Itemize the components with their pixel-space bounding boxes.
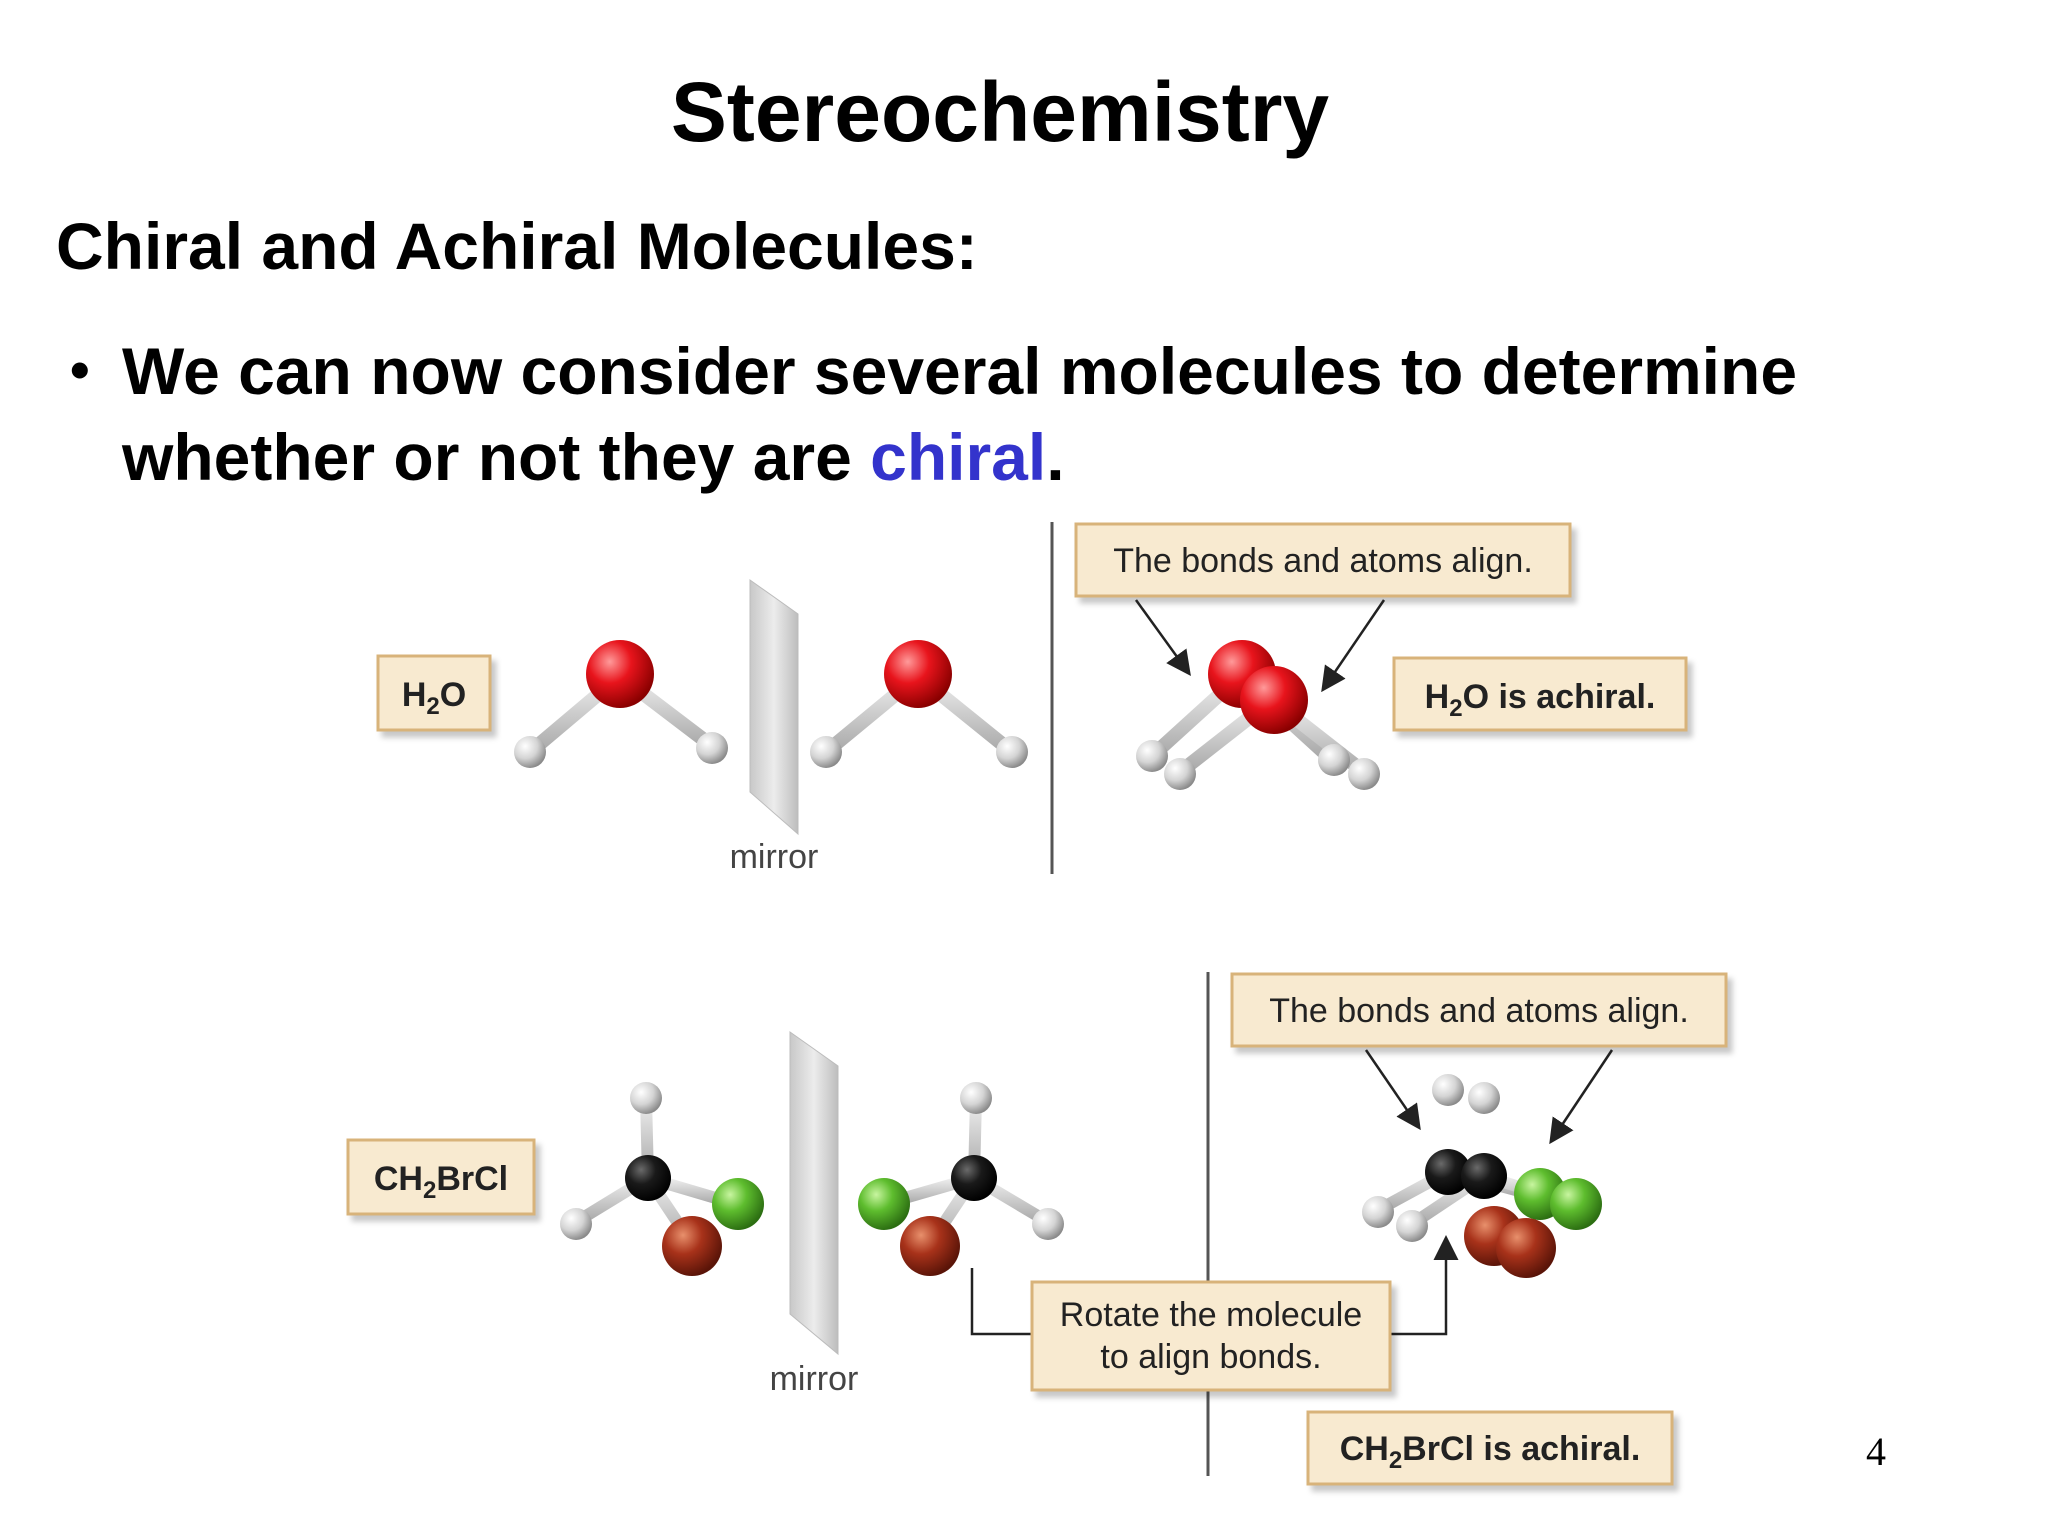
bullet-text-after: .	[1046, 420, 1065, 494]
svg-text:H2O is achiral.: H2O is achiral.	[1425, 678, 1656, 722]
svg-text:Rotate the molecule: Rotate the molecule	[1060, 1296, 1362, 1334]
rotate-note: Rotate the molecule to align bonds.	[1030, 1280, 1392, 1392]
ch2brcl-molecule-right	[858, 1082, 1064, 1276]
svg-text:H2O: H2O	[402, 676, 466, 720]
mirror-label-bottom: mirror	[770, 1360, 859, 1398]
svg-text:CH2BrCl: CH2BrCl	[374, 1160, 508, 1204]
connector-to-rotate-note	[970, 1268, 1032, 1336]
mirror-plane-bottom	[789, 1031, 839, 1356]
conclusion-ch2brcl: CH2BrCl is achiral.	[1306, 1410, 1674, 1486]
slide-title: Stereochemistry	[670, 65, 1330, 159]
h2o-molecule-left	[514, 640, 728, 768]
arrow-rotate-up	[1390, 1235, 1459, 1336]
ch2brcl-overlay-molecule	[1362, 1074, 1602, 1278]
keyword-chiral: chiral	[870, 420, 1047, 494]
bullet-text-before: We can now consider several molecules to…	[122, 334, 1798, 494]
arrow-right-top	[1321, 599, 1386, 693]
mirror-plane-top	[749, 579, 799, 836]
slide-subtitle: Chiral and Achiral Molecules:	[56, 209, 978, 283]
ch2brcl-molecule-left	[560, 1082, 764, 1276]
svg-text:The bonds and atoms align.: The bonds and atoms align.	[1113, 542, 1533, 580]
h2o-molecule-right	[810, 640, 1028, 768]
svg-text:The bonds and atoms align.: The bonds and atoms align.	[1269, 992, 1689, 1030]
align-note-top: The bonds and atoms align.	[1074, 522, 1572, 598]
arrow-left-top	[1134, 599, 1191, 677]
arrow-left-bottom	[1364, 1049, 1421, 1131]
svg-text:CH2BrCl is achiral.: CH2BrCl is achiral.	[1340, 1430, 1641, 1474]
align-note-bottom: The bonds and atoms align.	[1230, 972, 1728, 1048]
label-ch2brcl: CH2BrCl	[346, 1138, 536, 1216]
page-number: 4	[1866, 1429, 1886, 1474]
bullet-text: We can now consider several molecules to…	[122, 328, 1922, 500]
arrow-right-bottom	[1549, 1049, 1614, 1145]
h2o-overlay-molecule	[1136, 640, 1380, 790]
mirror-label-top: mirror	[730, 838, 819, 876]
bullet-icon: •	[70, 338, 90, 401]
svg-text:to align bonds.: to align bonds.	[1100, 1338, 1321, 1376]
conclusion-h2o: H2O is achiral.	[1392, 656, 1688, 732]
label-h2o: H2O	[376, 654, 492, 732]
